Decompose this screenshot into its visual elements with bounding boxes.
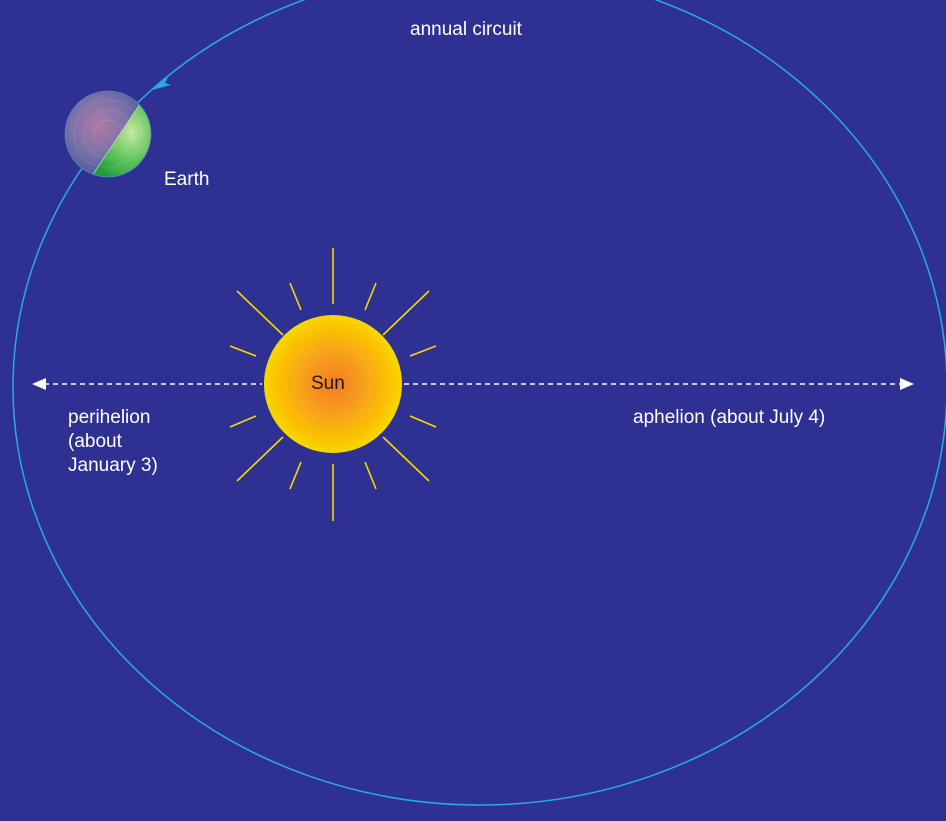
- earth-globe: [65, 91, 151, 177]
- perihelion-label-line3: January 3): [68, 455, 158, 476]
- orbit-direction-arrowhead: [152, 77, 171, 90]
- perihelion-arrowhead: [32, 378, 46, 390]
- annual-circuit-label: annual circuit: [410, 19, 522, 40]
- earth-outline: [64, 90, 152, 178]
- aphelion-arrowhead: [900, 378, 914, 390]
- sun-texture: [270, 321, 396, 447]
- orbit-path: [12, 0, 946, 806]
- perihelion-label-line1: perihelion: [68, 407, 151, 428]
- perihelion-label-line2: (about: [68, 431, 122, 452]
- sun-disc: [264, 315, 402, 453]
- earth-label: Earth: [164, 169, 210, 190]
- sun-rays: [229, 248, 437, 521]
- sun-label: Sun: [311, 373, 345, 394]
- aphelion-label: aphelion (about July 4): [633, 407, 826, 428]
